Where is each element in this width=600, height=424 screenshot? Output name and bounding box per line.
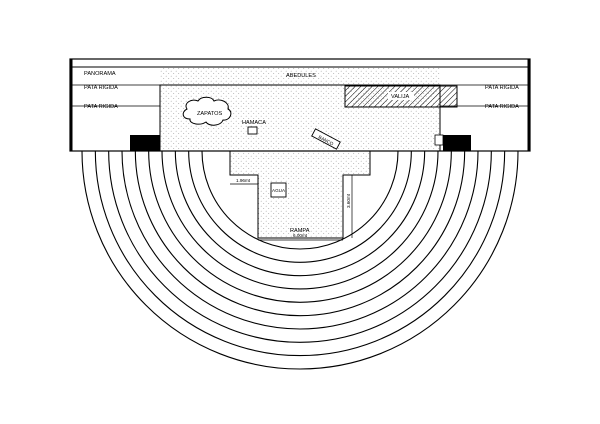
left-corner-block — [130, 135, 160, 151]
abedules-strip — [160, 67, 440, 85]
label-pata-rigida-left-1: PATA RIGIDA — [84, 85, 118, 91]
seating-ring — [121, 150, 479, 330]
label-abedules: ABEDULES — [286, 73, 316, 79]
seating-ring — [134, 150, 466, 317]
label-rampa-width: 6.00mt — [293, 233, 308, 238]
seating-ring — [201, 150, 399, 250]
seating-rings — [81, 150, 519, 370]
zapatos-cloud — [182, 96, 232, 126]
seating-ring — [81, 150, 519, 370]
right-corner-block — [443, 135, 471, 151]
seating-ring — [174, 150, 426, 277]
label-pata-rigida-left-2: PATA RIGIDA — [84, 104, 118, 110]
label-rampa: RAMPA — [290, 228, 310, 234]
seating-ring — [94, 150, 506, 356]
hamaca-box — [247, 126, 258, 135]
label-valija: VALIJA — [391, 94, 410, 100]
label-agua: AGUA — [272, 188, 286, 193]
seating-ring — [108, 150, 492, 343]
right-corner-small-block — [434, 134, 444, 146]
thrust-platform — [229, 150, 371, 239]
agua-box — [270, 182, 287, 198]
label-pata-rigida-right-1: PATA RIGIDA — [485, 85, 519, 91]
label-panorama: PANORAMA — [84, 71, 116, 77]
label-width-dim: 1.96mt — [236, 178, 251, 183]
seating-ring — [188, 150, 412, 263]
seating-ring — [161, 150, 439, 290]
seating-ring — [148, 150, 452, 303]
label-pata-rigida-right-2: PATA RIGIDA — [485, 104, 519, 110]
label-zapatos: ZAPATOS — [197, 111, 222, 117]
banco-bench — [311, 128, 341, 150]
label-hamaca: HAMACA — [242, 120, 266, 126]
valija-label-bg — [388, 92, 414, 100]
label-height-dim: 3.60mt — [346, 193, 351, 208]
